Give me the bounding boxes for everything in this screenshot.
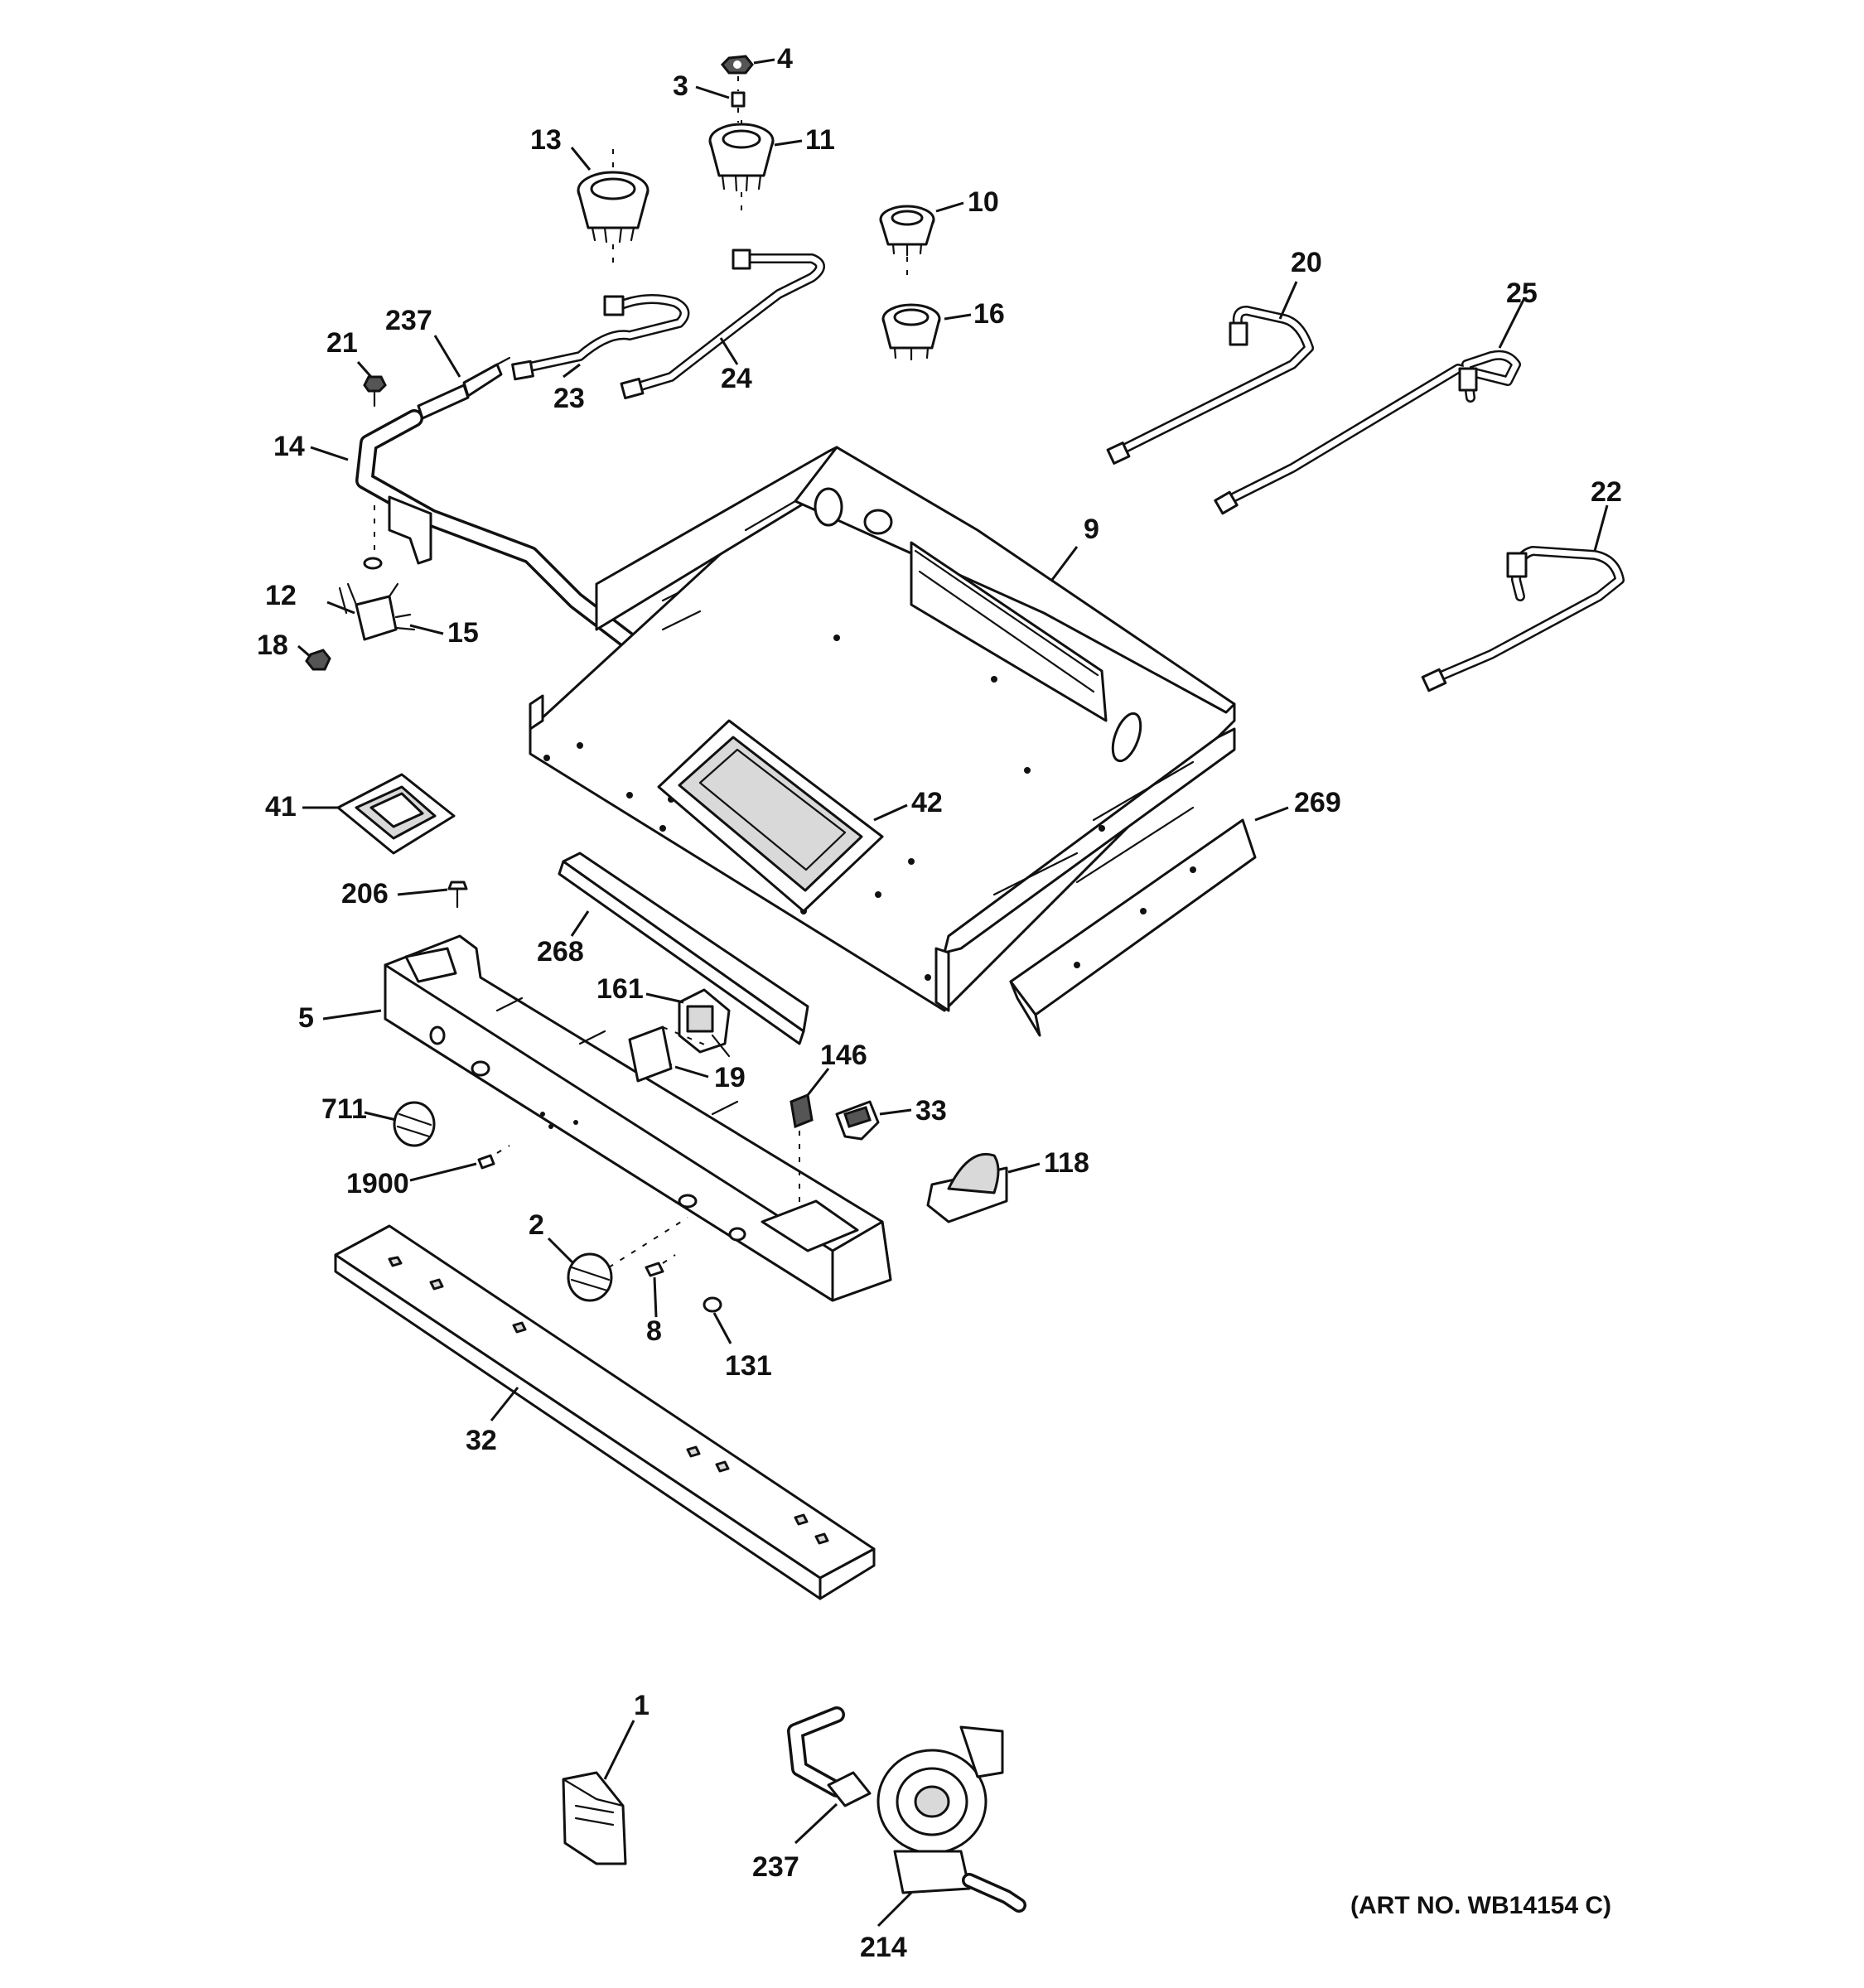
plug-131 bbox=[703, 1296, 722, 1313]
callout-16: 16 bbox=[973, 298, 1005, 330]
orifice-3 bbox=[731, 76, 746, 123]
callout-131: 131 bbox=[725, 1350, 772, 1382]
callout-12: 12 bbox=[265, 580, 297, 611]
burner-box-9 bbox=[529, 446, 1236, 1012]
regulator-214 bbox=[787, 1706, 1026, 1913]
gas-tube-23 bbox=[511, 294, 690, 381]
screw-8 bbox=[645, 1254, 676, 1277]
cover-panel-42 bbox=[657, 719, 884, 913]
light-118 bbox=[926, 1152, 1008, 1223]
burner-head-11 bbox=[708, 120, 775, 211]
gas-tube-25 bbox=[1214, 350, 1521, 515]
callout-206: 206 bbox=[341, 878, 389, 910]
callout-14: 14 bbox=[273, 431, 305, 462]
callout-237-top: 237 bbox=[385, 305, 432, 336]
callout-21: 21 bbox=[326, 327, 358, 359]
strip-268 bbox=[558, 852, 809, 1045]
callout-268: 268 bbox=[537, 936, 584, 967]
literature-packet-1 bbox=[562, 1771, 627, 1865]
callout-118: 118 bbox=[1044, 1147, 1089, 1179]
callout-labels: 4 3 13 11 10 16 20 25 21 237 23 24 14 9 … bbox=[257, 43, 1622, 1963]
control-panel-5 bbox=[384, 934, 892, 1302]
art-number: (ART NO. WB14154 C) bbox=[1350, 1892, 1611, 1919]
callout-20: 20 bbox=[1291, 247, 1322, 278]
nut-4 bbox=[720, 55, 754, 75]
callout-8: 8 bbox=[646, 1315, 662, 1347]
bracket-19 bbox=[628, 1025, 713, 1083]
fitting-237-top bbox=[417, 356, 511, 420]
clip-146 bbox=[790, 1093, 814, 1209]
knob-711 bbox=[393, 1101, 436, 1147]
callout-2: 2 bbox=[529, 1209, 544, 1241]
callout-19: 19 bbox=[714, 1062, 746, 1093]
cap-41 bbox=[336, 773, 456, 855]
nut-18 bbox=[305, 649, 331, 671]
switch-161 bbox=[678, 988, 731, 1058]
leader-lines bbox=[297, 58, 1609, 1928]
callout-9: 9 bbox=[1084, 514, 1099, 545]
burner-head-13 bbox=[577, 149, 650, 265]
screw-1900 bbox=[477, 1145, 510, 1170]
callout-237-bottom: 237 bbox=[752, 1851, 799, 1883]
burner-head-10 bbox=[879, 205, 935, 277]
switch-33 bbox=[835, 1100, 880, 1141]
callout-25: 25 bbox=[1506, 277, 1538, 309]
callout-1: 1 bbox=[634, 1690, 650, 1721]
callout-3: 3 bbox=[673, 70, 688, 102]
callout-711: 711 bbox=[321, 1093, 367, 1125]
gas-tube-20 bbox=[1106, 306, 1314, 465]
screw-21 bbox=[363, 375, 387, 408]
callout-146: 146 bbox=[820, 1040, 867, 1071]
knob-2 bbox=[567, 1217, 688, 1302]
callout-269: 269 bbox=[1294, 787, 1341, 818]
callout-18: 18 bbox=[257, 630, 288, 661]
gas-tube-24 bbox=[620, 248, 825, 400]
burner-head-16 bbox=[881, 303, 941, 361]
callout-11: 11 bbox=[805, 124, 835, 156]
callout-5: 5 bbox=[298, 1002, 314, 1034]
callout-214: 214 bbox=[860, 1932, 907, 1963]
trim-strip-32 bbox=[334, 1224, 876, 1600]
callout-161: 161 bbox=[596, 973, 644, 1005]
valve-assembly-12-15 bbox=[338, 505, 416, 641]
callout-4: 4 bbox=[777, 43, 793, 75]
callout-15: 15 bbox=[447, 617, 479, 649]
gas-tube-22 bbox=[1421, 546, 1625, 692]
callout-42: 42 bbox=[911, 787, 943, 818]
callout-41: 41 bbox=[265, 791, 297, 823]
callout-24: 24 bbox=[721, 363, 752, 394]
callout-22: 22 bbox=[1591, 476, 1622, 508]
callout-10: 10 bbox=[968, 186, 999, 218]
callout-1900: 1900 bbox=[346, 1168, 409, 1199]
callout-13: 13 bbox=[530, 124, 562, 156]
screw-206 bbox=[447, 881, 468, 909]
callout-32: 32 bbox=[466, 1425, 497, 1456]
callout-33: 33 bbox=[915, 1095, 947, 1127]
strip-269 bbox=[1009, 818, 1257, 1037]
callout-23: 23 bbox=[553, 383, 585, 414]
